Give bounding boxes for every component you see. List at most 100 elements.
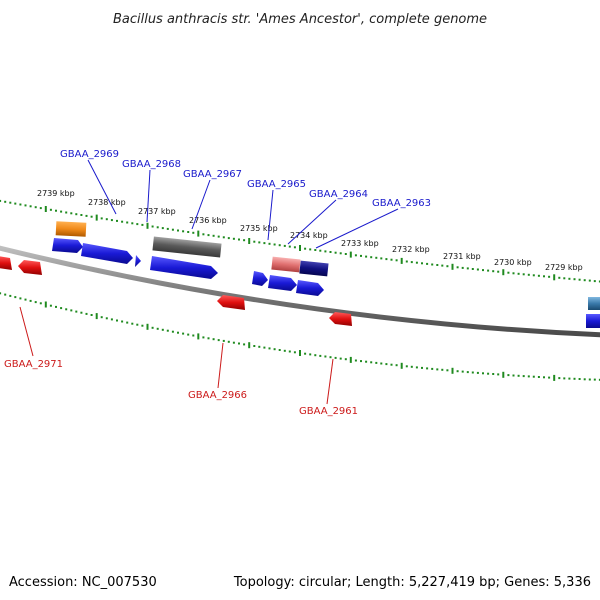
reverse-cds-arrow[interactable] (18, 260, 42, 275)
minor-tick (202, 233, 205, 236)
major-tick (197, 333, 200, 340)
forward-cds-arrow[interactable] (150, 256, 218, 279)
minor-tick (446, 369, 449, 372)
minor-tick (471, 268, 474, 270)
minor-tick (512, 272, 515, 275)
minor-tick (24, 298, 27, 301)
rrna-feature[interactable] (55, 221, 87, 237)
minor-tick (339, 252, 342, 255)
reverse-cds-arrow[interactable] (329, 312, 352, 326)
minor-tick (436, 264, 439, 266)
forward-cds-arrow[interactable] (135, 255, 141, 267)
major-tick (95, 214, 98, 221)
minor-tick (593, 378, 596, 381)
major-tick (248, 342, 251, 349)
forward-cds-arrow[interactable] (268, 275, 297, 291)
minor-tick (487, 372, 490, 375)
minor-tick (431, 367, 434, 370)
minor-tick (141, 223, 144, 226)
minor-tick (476, 268, 479, 271)
minor-tick (568, 377, 571, 380)
tick-ring-outer (0, 199, 600, 283)
minor-tick (380, 362, 383, 365)
minor-tick (482, 372, 484, 375)
minor-tick (29, 299, 32, 302)
forward-cds-arrow[interactable] (296, 280, 324, 296)
gene-label-gbaa-2963[interactable]: GBAA_2963 (372, 198, 431, 209)
minor-tick (405, 365, 408, 368)
forward-cds-arrow[interactable] (52, 238, 83, 253)
minor-tick (34, 301, 37, 304)
reverse-cds-arrow[interactable] (217, 295, 245, 310)
minor-tick (238, 342, 240, 345)
teal-feature[interactable] (588, 297, 600, 310)
kbp-label: 2730 kbp (494, 258, 532, 267)
minor-tick (278, 349, 281, 351)
minor-tick (543, 275, 545, 278)
gene-label-gbaa-2969[interactable]: GBAA_2969 (60, 149, 119, 160)
minor-tick (354, 359, 357, 362)
major-tick (299, 350, 301, 356)
minor-tick (421, 366, 423, 369)
minor-tick (324, 355, 327, 358)
minor-tick (192, 231, 195, 234)
minor-tick (339, 357, 342, 360)
reverse-cds-arrow[interactable] (0, 256, 12, 270)
minor-tick (258, 345, 261, 348)
gene-label-gbaa-2968[interactable]: GBAA_2968 (122, 159, 181, 170)
trna-feature[interactable] (152, 236, 222, 258)
major-tick (44, 206, 47, 212)
minor-tick (182, 332, 185, 335)
forward-cds-arrow[interactable] (252, 271, 268, 286)
minor-tick (207, 234, 210, 237)
gene-label-gbaa-2966[interactable]: GBAA_2966 (188, 390, 247, 401)
minor-tick (319, 354, 322, 357)
gene-label-gbaa-2965[interactable]: GBAA_2965 (247, 179, 306, 190)
minor-tick (487, 269, 490, 272)
minor-tick (375, 361, 378, 364)
minor-tick (187, 231, 190, 233)
minor-tick (80, 311, 83, 314)
minor-tick (55, 209, 57, 212)
minor-tick (49, 208, 52, 211)
minor-tick (14, 202, 17, 205)
minor-tick (365, 255, 368, 258)
gene-label-gbaa-2964[interactable]: GBAA_2964 (309, 189, 368, 200)
minor-tick (217, 235, 220, 238)
minor-tick (370, 256, 373, 259)
minor-tick (563, 277, 566, 280)
minor-tick (360, 360, 362, 363)
minor-tick (121, 320, 124, 323)
reverse-gene-labels: GBAA_2971 GBAA_2966 GBAA_2961 (4, 359, 358, 417)
gene-label-gbaa-2967[interactable]: GBAA_2967 (183, 169, 242, 180)
major-tick (553, 274, 556, 281)
gene-label-gbaa-2971[interactable]: GBAA_2971 (4, 359, 63, 370)
minor-tick (192, 334, 195, 337)
kbp-label: 2738 kbp (88, 198, 126, 207)
minor-tick (238, 238, 240, 241)
dark-feature[interactable] (299, 260, 329, 277)
minor-tick (543, 376, 545, 379)
minor-tick (90, 215, 93, 218)
minor-tick (415, 261, 418, 264)
minor-tick (75, 310, 78, 313)
minor-tick (85, 312, 88, 315)
minor-tick (110, 219, 113, 222)
minor-tick (548, 376, 551, 379)
minor-tick (278, 244, 281, 247)
minor-tick (319, 249, 322, 252)
leader-line (267, 189, 274, 241)
leader-line (87, 159, 117, 215)
minor-tick (283, 244, 286, 247)
forward-cds-arrow[interactable] (81, 243, 133, 264)
forward-cds (52, 238, 600, 328)
minor-tick (583, 378, 586, 381)
pseudo-feature[interactable] (271, 256, 301, 273)
major-tick (502, 269, 505, 276)
forward-cds-arrow[interactable] (586, 314, 600, 328)
gene-label-gbaa-2961[interactable]: GBAA_2961 (299, 406, 358, 417)
map-title: Bacillus anthracis str. 'Ames Ancestor',… (113, 12, 487, 27)
minor-tick (212, 338, 215, 341)
major-tick (400, 257, 403, 264)
minor-tick (222, 236, 225, 239)
